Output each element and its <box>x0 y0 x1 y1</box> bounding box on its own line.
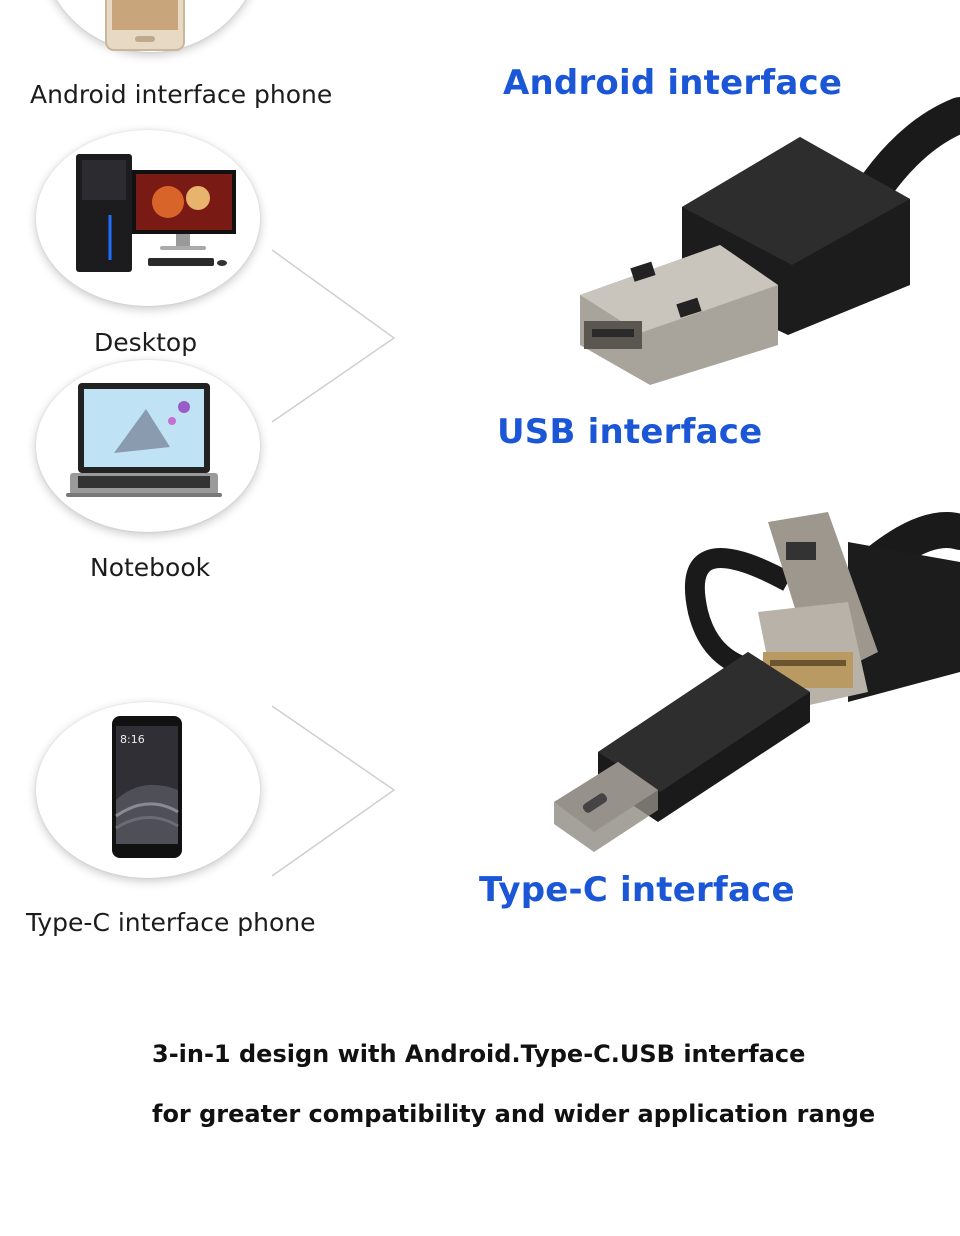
android-phone-label: Android interface phone <box>30 80 333 109</box>
typec-phone-label: Type-C interface phone <box>26 908 316 937</box>
android-interface-label: Android interface <box>503 63 843 103</box>
typec-phone-screen-time: 8:16 <box>120 733 145 746</box>
android-phone-icon <box>105 0 185 51</box>
typec-connector-icon <box>554 512 960 852</box>
caption-line-2: for greater compatibility and wider appl… <box>152 1100 876 1128</box>
desktop-label: Desktop <box>94 328 198 357</box>
usb-interface-label: USB interface <box>497 412 763 452</box>
typec-interface-label: Type-C interface <box>479 870 795 910</box>
caption-line-1: 3-in-1 design with Android.Type-C.USB in… <box>152 1040 806 1068</box>
usb-android-connector-icon <box>580 97 960 385</box>
notebook-icon <box>66 383 222 497</box>
desktop-computer-icon <box>76 154 236 272</box>
notebook-label: Notebook <box>90 553 211 582</box>
typec-phone-icon <box>112 716 182 858</box>
